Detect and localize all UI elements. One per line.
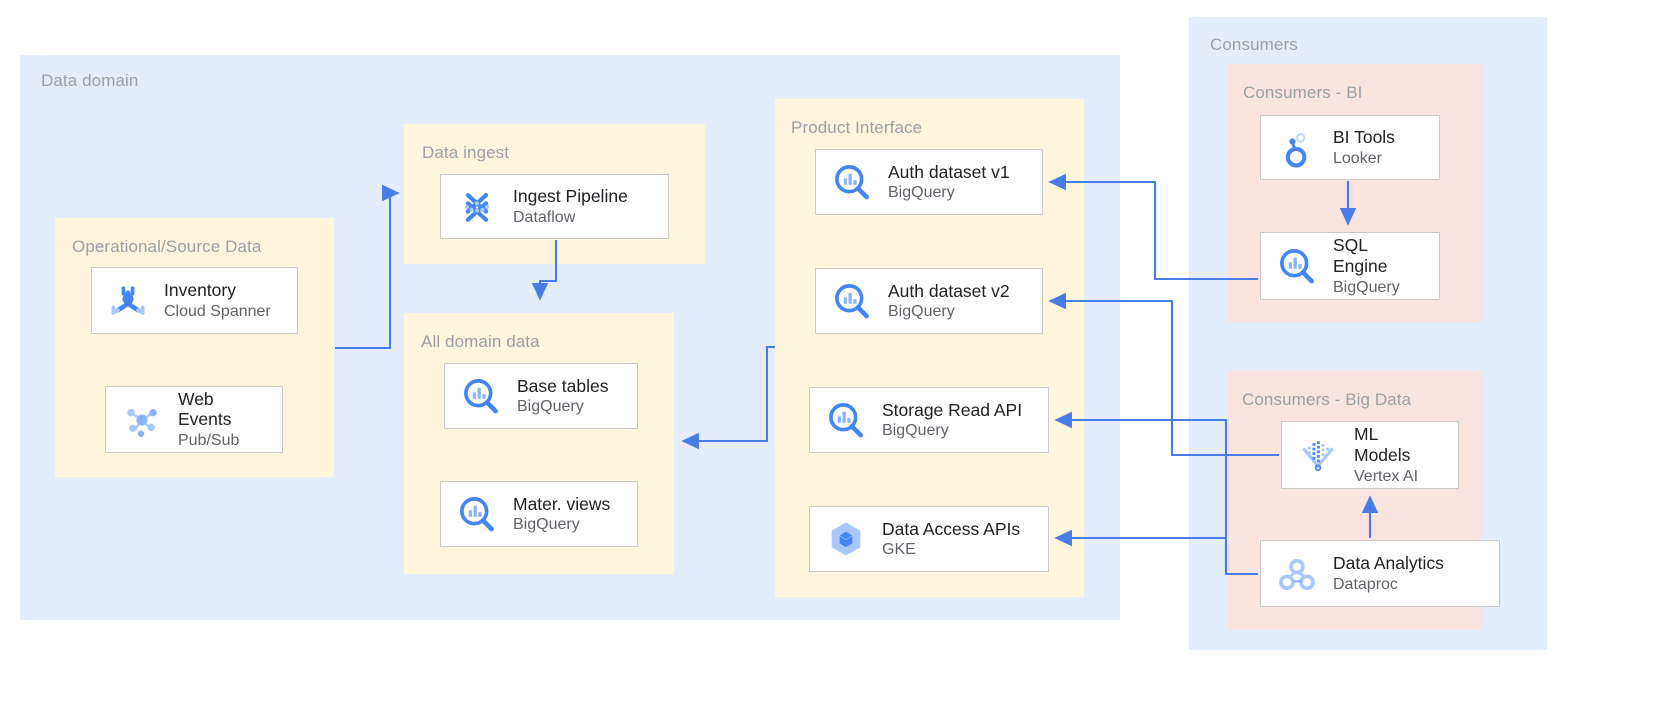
node-sql-engine[interactable]: SQL Engine BigQuery — [1260, 232, 1440, 300]
node-subtitle: Vertex AI — [1354, 467, 1419, 485]
node-title: Auth dataset v2 — [888, 280, 1010, 301]
node-subtitle: Looker — [1333, 149, 1382, 167]
node-data-access-apis[interactable]: Data Access APIs GKE — [809, 506, 1049, 572]
node-bi-tools[interactable]: BI Tools Looker — [1260, 115, 1440, 180]
pubsub-icon — [127, 408, 157, 437]
node-title: Ingest Pipeline — [513, 186, 628, 207]
node-subtitle: GKE — [882, 541, 916, 559]
gke-icon — [831, 522, 861, 556]
node-inventory[interactable]: Inventory Cloud Spanner — [91, 267, 298, 334]
node-auth-dataset-v1[interactable]: Auth dataset v1 BigQuery — [815, 149, 1043, 215]
bigquery-icon — [835, 284, 869, 319]
node-subtitle: Dataflow — [513, 208, 576, 226]
node-title: Mater. views — [513, 493, 611, 514]
node-auth-dataset-v2[interactable]: Auth dataset v2 BigQuery — [815, 268, 1043, 334]
dataflow-icon — [464, 192, 490, 222]
group-data-ingest-title: Data ingest — [422, 143, 510, 162]
vertex-ai-icon — [1302, 441, 1334, 472]
node-ingest-pipeline[interactable]: Ingest Pipeline Dataflow — [440, 174, 669, 239]
node-storage-read-api[interactable]: Storage Read API BigQuery — [809, 387, 1049, 453]
node-title: BI Tools — [1333, 127, 1395, 148]
node-subtitle: Pub/Sub — [178, 432, 240, 450]
bigquery-icon — [829, 403, 863, 438]
node-title: Data Analytics — [1333, 553, 1444, 574]
group-consumers-bi-title: Consumers - BI — [1243, 83, 1363, 102]
node-subtitle: BigQuery — [882, 422, 949, 440]
node-web-events[interactable]: Web Events Pub/Sub — [105, 386, 283, 453]
node-title: SQL Engine — [1333, 235, 1388, 276]
node-subtitle: Cloud Spanner — [164, 302, 271, 320]
node-subtitle: BigQuery — [513, 516, 580, 534]
node-subtitle: BigQuery — [1333, 278, 1400, 296]
node-subtitle: Dataproc — [1333, 575, 1398, 593]
bigquery-icon — [464, 379, 498, 414]
node-title: Base tables — [517, 375, 609, 396]
node-title: Inventory — [164, 280, 236, 301]
node-title: Data Access APIs — [882, 518, 1021, 539]
node-data-analytics[interactable]: Data Analytics Dataproc — [1260, 540, 1500, 607]
group-all-domain-data-title: All domain data — [421, 332, 540, 351]
node-title: Auth dataset v1 — [888, 161, 1010, 182]
node-subtitle: BigQuery — [888, 184, 955, 202]
bigquery-icon — [460, 497, 494, 532]
node-mater-views[interactable]: Mater. views BigQuery — [440, 481, 638, 547]
node-base-tables[interactable]: Base tables BigQuery — [444, 363, 638, 429]
group-product-interface-title: Product Interface — [791, 118, 923, 137]
looker-icon — [1285, 132, 1307, 167]
group-consumers-big-data-title: Consumers - Big Data — [1242, 390, 1412, 409]
node-title: ML Models — [1354, 424, 1411, 465]
node-subtitle: BigQuery — [517, 398, 584, 416]
cloud-spanner-icon — [111, 285, 145, 315]
bigquery-icon — [1280, 249, 1314, 284]
dataproc-icon — [1279, 558, 1315, 590]
node-ml-models[interactable]: ML Models Vertex AI — [1281, 421, 1459, 489]
group-operational-source-title: Operational/Source Data — [72, 237, 262, 256]
group-data-domain-title: Data domain — [41, 71, 139, 90]
group-consumers-title: Consumers — [1210, 35, 1298, 54]
node-title: Web Events — [178, 388, 232, 430]
node-subtitle: BigQuery — [888, 303, 955, 321]
bigquery-icon — [835, 165, 869, 200]
node-title: Storage Read API — [882, 399, 1023, 420]
